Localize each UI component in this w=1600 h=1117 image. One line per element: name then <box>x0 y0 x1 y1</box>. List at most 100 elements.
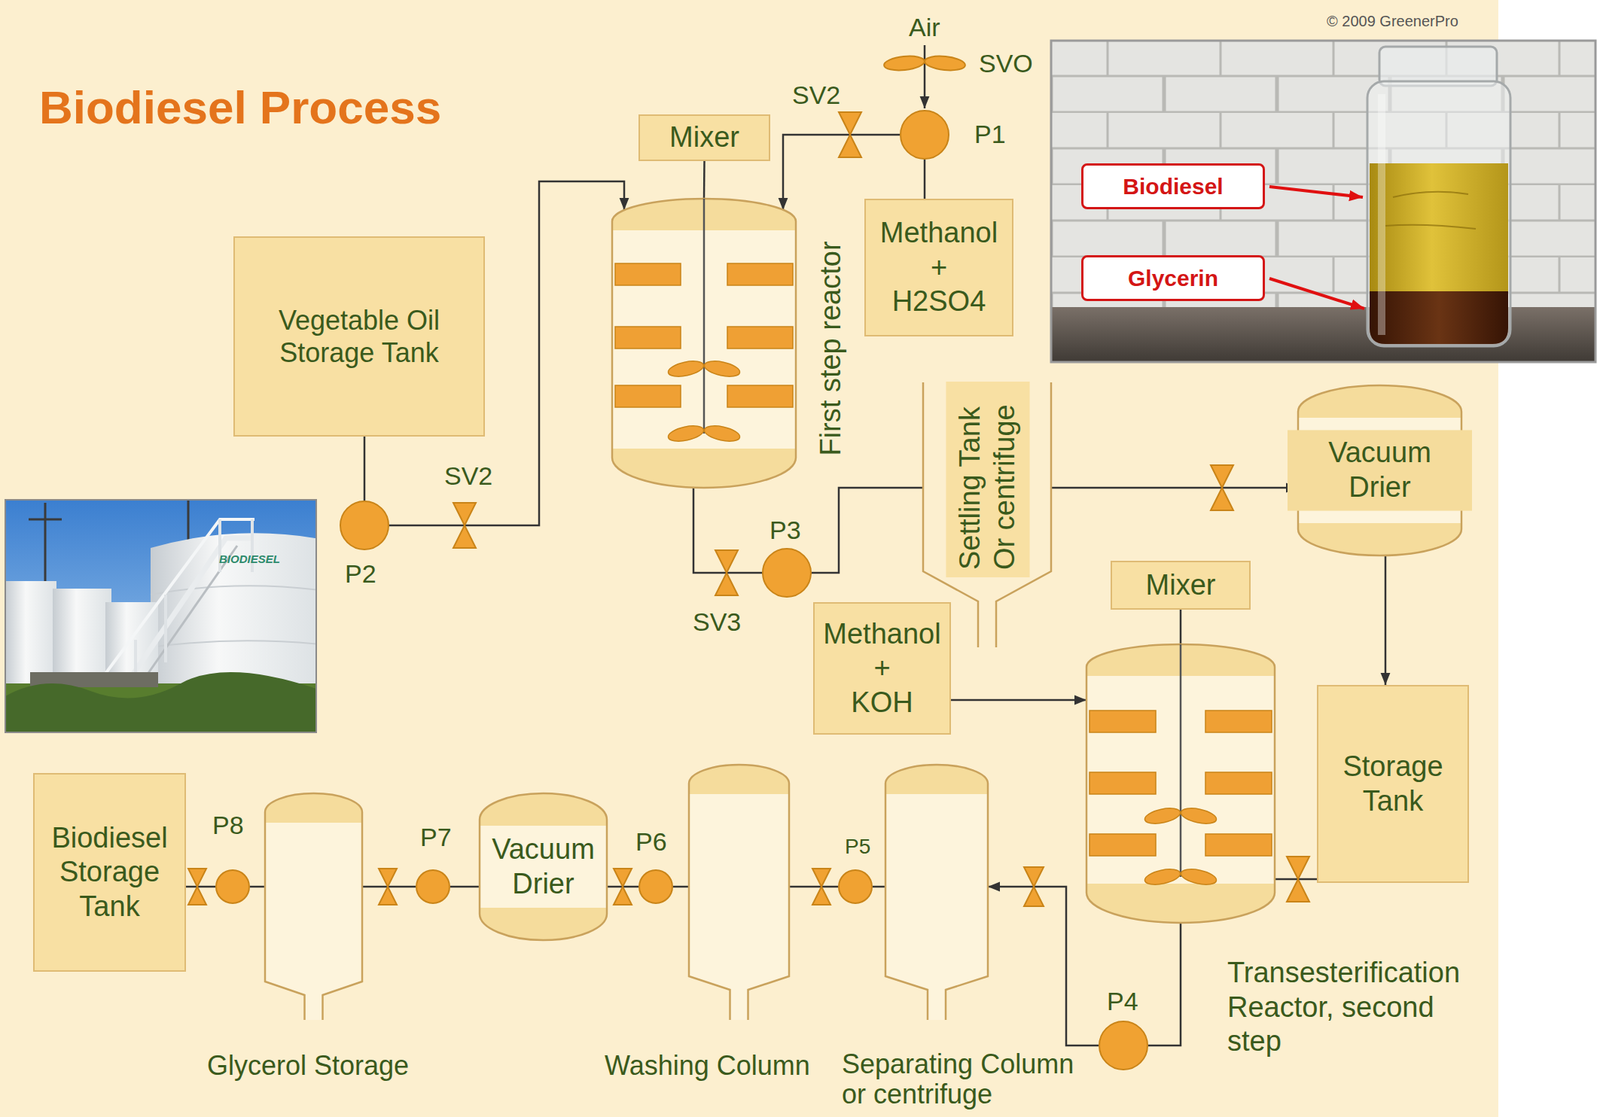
pipe-connector <box>450 886 480 889</box>
baffle <box>1205 710 1272 733</box>
pipe-connector <box>703 161 706 199</box>
callout-arrow <box>1269 278 1365 309</box>
impeller-blade <box>1179 805 1219 827</box>
valve-symbol <box>1210 465 1234 511</box>
pipe-connector <box>1179 609 1183 645</box>
label-anchor: © 2009 GreenerPro <box>1326 12 1459 31</box>
air-fan-symbol <box>883 45 967 109</box>
valve-symbol <box>838 112 862 158</box>
label-panel <box>945 381 1030 578</box>
pipe-connector <box>987 886 1099 1046</box>
fan-blade <box>923 54 967 73</box>
pump-label: P8 <box>212 810 244 842</box>
jar-highlight <box>1377 94 1386 336</box>
label-panel <box>1287 429 1472 511</box>
impeller-blade <box>703 358 742 380</box>
label-anchor: First step reactor <box>831 348 1046 384</box>
pipe-connector <box>185 886 216 889</box>
baffle <box>615 385 681 408</box>
label-anchor: Glycerol Storage <box>207 1049 409 1082</box>
pump-symbol: P7 <box>415 869 451 905</box>
column-outline <box>688 764 790 1021</box>
mixer-shaft <box>1179 644 1183 878</box>
node-label: Methanol + KOH <box>822 617 941 721</box>
vessel-label: First step reactor <box>813 240 849 456</box>
storage-tank: Vegetable Oil Storage Tank <box>233 236 485 437</box>
vessel-body <box>480 825 607 909</box>
reactor-outline <box>612 198 796 488</box>
vessel-fill <box>265 793 363 1021</box>
pipe-connector <box>1384 554 1387 686</box>
title-anchor: Biodiesel Process <box>39 79 442 136</box>
air-line <box>923 45 927 109</box>
jar-neck <box>1379 46 1497 86</box>
label-anchor: Air <box>908 12 941 43</box>
baffle <box>727 263 793 286</box>
oil-streak <box>1385 192 1476 229</box>
storage-tank: Biodiesel Storage Tank <box>33 773 186 973</box>
label-anchor: SVO <box>978 48 1034 80</box>
glycerol-column: Glycerol Storage <box>265 793 363 1021</box>
valve-symbol <box>812 868 831 906</box>
reactor-vessel: First step reactor <box>612 198 796 488</box>
tank-farm-photo <box>5 499 317 733</box>
baffle <box>1089 710 1156 733</box>
storage-tank: Storage Tank <box>1316 685 1469 884</box>
photo-wall <box>1051 40 1596 363</box>
pump-symbol: P6 <box>638 869 674 905</box>
node-label: Mixer <box>1145 568 1216 604</box>
photo-callout: Glycerin <box>1081 255 1265 302</box>
pipe-connector <box>1148 923 1181 1046</box>
baffle <box>1205 772 1272 795</box>
pipe-connector <box>249 886 266 889</box>
baffle <box>615 326 681 349</box>
photo-ground <box>1051 307 1596 363</box>
biodiesel-layer <box>1369 163 1509 292</box>
mixer-box: Mixer <box>1110 560 1251 610</box>
vessel-outline <box>612 198 796 488</box>
vessel-outline <box>479 793 607 941</box>
impeller-blade <box>667 423 706 445</box>
baffle <box>1205 834 1272 857</box>
vessel-label: Glycerol Storage <box>207 1049 409 1082</box>
glycerin-layer <box>1369 291 1509 345</box>
valve-symbol <box>453 502 476 549</box>
valve-group <box>188 112 1310 907</box>
valve-symbol <box>613 868 632 906</box>
pipe-connector <box>1051 487 1299 490</box>
diagram-title: Biodiesel Process <box>39 79 442 136</box>
fan-blade <box>883 54 926 73</box>
capsule-outline <box>1298 385 1462 556</box>
node-label: Vacuum Drier <box>1298 435 1462 505</box>
pipe-connector <box>1274 878 1317 881</box>
label-anchor: P1 <box>974 118 1006 150</box>
label-anchor: Transesterification Reactor, second step <box>1227 956 1476 1060</box>
jar-photo <box>1051 40 1596 363</box>
inlet-label: Air <box>908 12 941 43</box>
valve-label: SV2 <box>792 79 841 111</box>
valve-symbol <box>1286 856 1310 903</box>
label-anchor: P4 <box>1106 986 1139 1018</box>
pipe-connector <box>950 699 1087 702</box>
node-label: Biodiesel <box>1122 173 1223 201</box>
label-anchor: Settling Tank Or centrifuge <box>987 479 1169 549</box>
pump-symbol: P2 <box>339 500 390 551</box>
vacuum-drier: Vacuum Drier <box>1298 385 1462 556</box>
valve-label: SV2 <box>444 460 493 492</box>
pump-label: P3 <box>769 515 802 546</box>
baffle <box>1089 772 1156 795</box>
valve-label: SV3 <box>692 606 741 638</box>
label-anchor: P7 <box>420 822 452 854</box>
node-label: Biodiesel Storage Tank <box>34 821 185 925</box>
valve-symbol <box>378 868 397 906</box>
vessel-fill <box>885 764 988 1021</box>
node-label: Glycerin <box>1127 265 1219 293</box>
column-outline <box>885 764 988 1021</box>
pump-symbol: P4 <box>1098 1020 1149 1071</box>
vessel-fill <box>1086 644 1275 924</box>
impeller-blade <box>703 423 742 445</box>
label-anchor: P5 <box>844 834 871 860</box>
pipe-connector <box>363 436 366 501</box>
node-label: Settling Tank Or centrifuge <box>953 389 1022 570</box>
